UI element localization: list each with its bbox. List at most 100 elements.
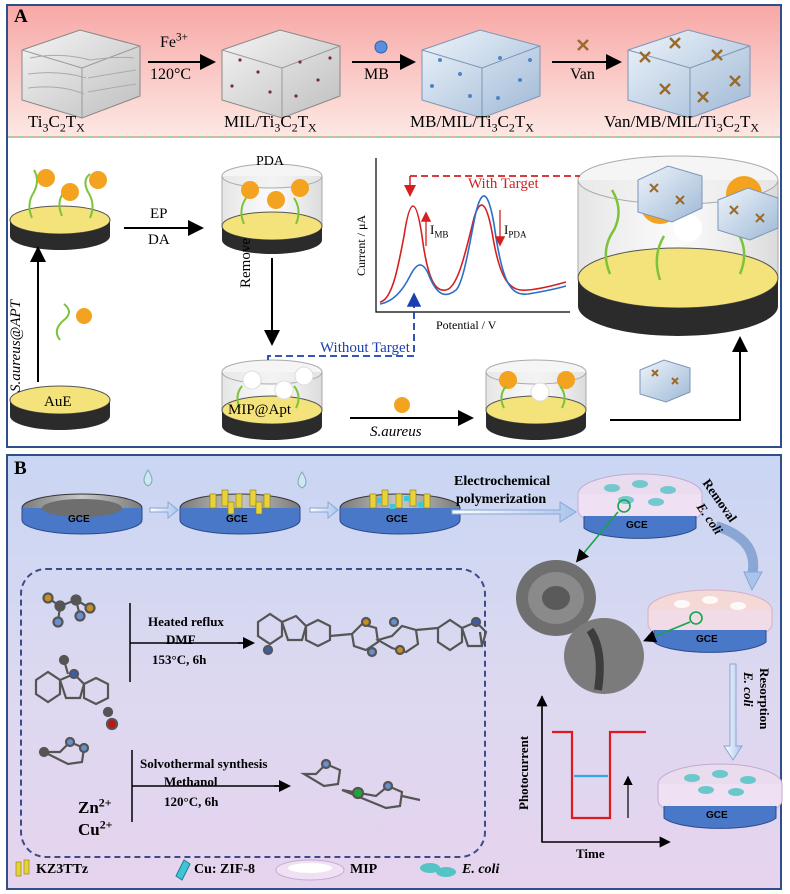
gce-label-2: GCE: [226, 514, 248, 525]
without-target-line: [267, 292, 422, 360]
gce-mip: [577, 473, 703, 539]
electrode-aue: [9, 385, 111, 430]
label-fe-charge: 3+: [176, 31, 188, 44]
label-fe3: Fe3+: [160, 31, 188, 52]
arrow-b3: [451, 501, 577, 523]
gce-label-1: GCE: [68, 514, 90, 525]
label-i-pda: IPDA: [504, 222, 527, 240]
photocurrent-trace: [552, 730, 646, 820]
saureus-icon: [394, 397, 410, 413]
label-methanol: Methanol: [164, 774, 218, 789]
mb-molecule-icon: [374, 40, 388, 54]
label-cond1: 153°C, 6h: [152, 652, 207, 667]
sem-pointer-2: [643, 621, 691, 643]
label-with-target: With Target: [468, 176, 539, 192]
label-mip-apt: MIP@Apt: [228, 402, 291, 418]
legend-mip-icon: [275, 859, 345, 881]
label-zn: Zn2+: [78, 795, 112, 818]
label-i-mb-main: I: [430, 222, 435, 237]
label-van-mb-mil-mxene: Van/MB/MIL/Ti3C2TX: [604, 112, 759, 135]
label-polymerization: polymerization: [456, 492, 547, 507]
label-saureus-apt: S.aureus@APT: [8, 300, 24, 392]
reaction-arrows: [129, 603, 291, 822]
label-i-mb-sub: MB: [434, 229, 449, 240]
arrow-b1: [149, 500, 179, 520]
label-cu-main: Cu: [78, 820, 100, 839]
label-cond2: 120°C, 6h: [164, 794, 219, 809]
label-mb-mil-mxene: MB/MIL/Ti3C2TX: [410, 112, 534, 135]
gce-label-3: GCE: [386, 514, 408, 525]
label-i-pda-sub: PDA: [508, 229, 527, 240]
gce-label-4: GCE: [626, 520, 648, 531]
panel-b-label: B: [14, 458, 27, 479]
label-saureus: S.aureus: [370, 424, 422, 440]
panel-a-label: A: [14, 6, 28, 27]
legend-kz3ttz: KZ3TTz: [36, 862, 89, 877]
gce-bare: [21, 493, 143, 535]
photocurrent-plot: [536, 695, 671, 848]
arrow-b2: [309, 500, 339, 520]
gce-kz3ttz-zif8: [339, 489, 461, 535]
arrow-removal: [714, 521, 759, 578]
dpv-curve-without-target: [379, 195, 567, 305]
dpv-plot: [267, 158, 580, 360]
droplet-icon-1: [143, 469, 153, 487]
label-van-prefix: Van/MB/MIL/: [604, 112, 703, 131]
legend-zif8: Cu: ZIF-8: [194, 862, 256, 877]
legend-mip: MIP: [350, 862, 378, 877]
label-van: Van: [570, 66, 595, 83]
nanocomposite-small-icon: [639, 359, 691, 403]
gce-rebound: [657, 763, 783, 829]
van-molecule-icon: [577, 39, 589, 51]
electrode-mip-apt: [221, 359, 323, 440]
label-mxene: Ti3C2TX: [28, 112, 85, 135]
label-mb: MB: [364, 66, 389, 83]
aptamer-bacteria-icon: [55, 303, 92, 341]
label-pda: PDA: [256, 154, 285, 169]
label-ep: EP: [150, 206, 168, 222]
label-aue: AuE: [44, 394, 72, 410]
label-time: Time: [576, 846, 605, 861]
legend-ecoli-icon: [420, 863, 456, 877]
gce-mip-removed: [647, 589, 773, 653]
electrode-captured: [485, 359, 587, 440]
sem-pointer-1: [575, 511, 619, 563]
sem-image-1: [516, 560, 596, 636]
gce-label-6: GCE: [706, 810, 728, 821]
label-fe: Fe: [160, 34, 176, 51]
van-mb-mil-mxene-cube: [627, 29, 751, 119]
label-resorption-ecoli: E. coli: [741, 672, 756, 707]
legend-zif8-icon: [175, 859, 191, 881]
label-dmf: DMF: [166, 632, 196, 647]
mil-mxene-cube: [221, 29, 341, 119]
label-solvothermal: Solvothermal synthesis: [140, 756, 268, 771]
legend-ecoli: E. coli: [462, 862, 500, 877]
label-zn-charge: 2+: [98, 795, 112, 810]
label-electrochemical: Electrochemical: [454, 474, 551, 489]
label-photocurrent: Photocurrent: [516, 735, 531, 810]
legend-icons: [15, 859, 456, 881]
label-resorption: Resorption: [757, 668, 772, 730]
arrow-removal-head: [743, 571, 763, 592]
synthesis-box: [20, 568, 486, 858]
mb-mil-mxene-cube: [421, 29, 541, 119]
droplet-icon-2: [297, 471, 307, 489]
photocurrent-axes: [541, 696, 671, 848]
label-remove: Remove: [238, 238, 254, 288]
label-current: Current / μA: [354, 214, 368, 276]
label-without-target: Without Target: [320, 340, 410, 356]
dpv-curve-with-target: [379, 204, 567, 303]
label-mil-prefix: MIL/: [224, 112, 260, 131]
gce-kz3ttz: [179, 489, 301, 535]
gce-label-5: GCE: [696, 634, 718, 645]
electrode-pda: [221, 163, 323, 254]
arrow-to-big-electrode: [610, 336, 748, 421]
arrow-resorption: [723, 663, 743, 761]
electrode-aptamer: [9, 169, 111, 250]
label-zn-main: Zn: [78, 798, 99, 817]
label-mb-prefix: MB/MIL/: [410, 112, 478, 131]
label-cu: Cu2+: [78, 818, 112, 840]
electrode-detection: [577, 155, 779, 336]
ball-stick-molecules: [34, 592, 488, 810]
